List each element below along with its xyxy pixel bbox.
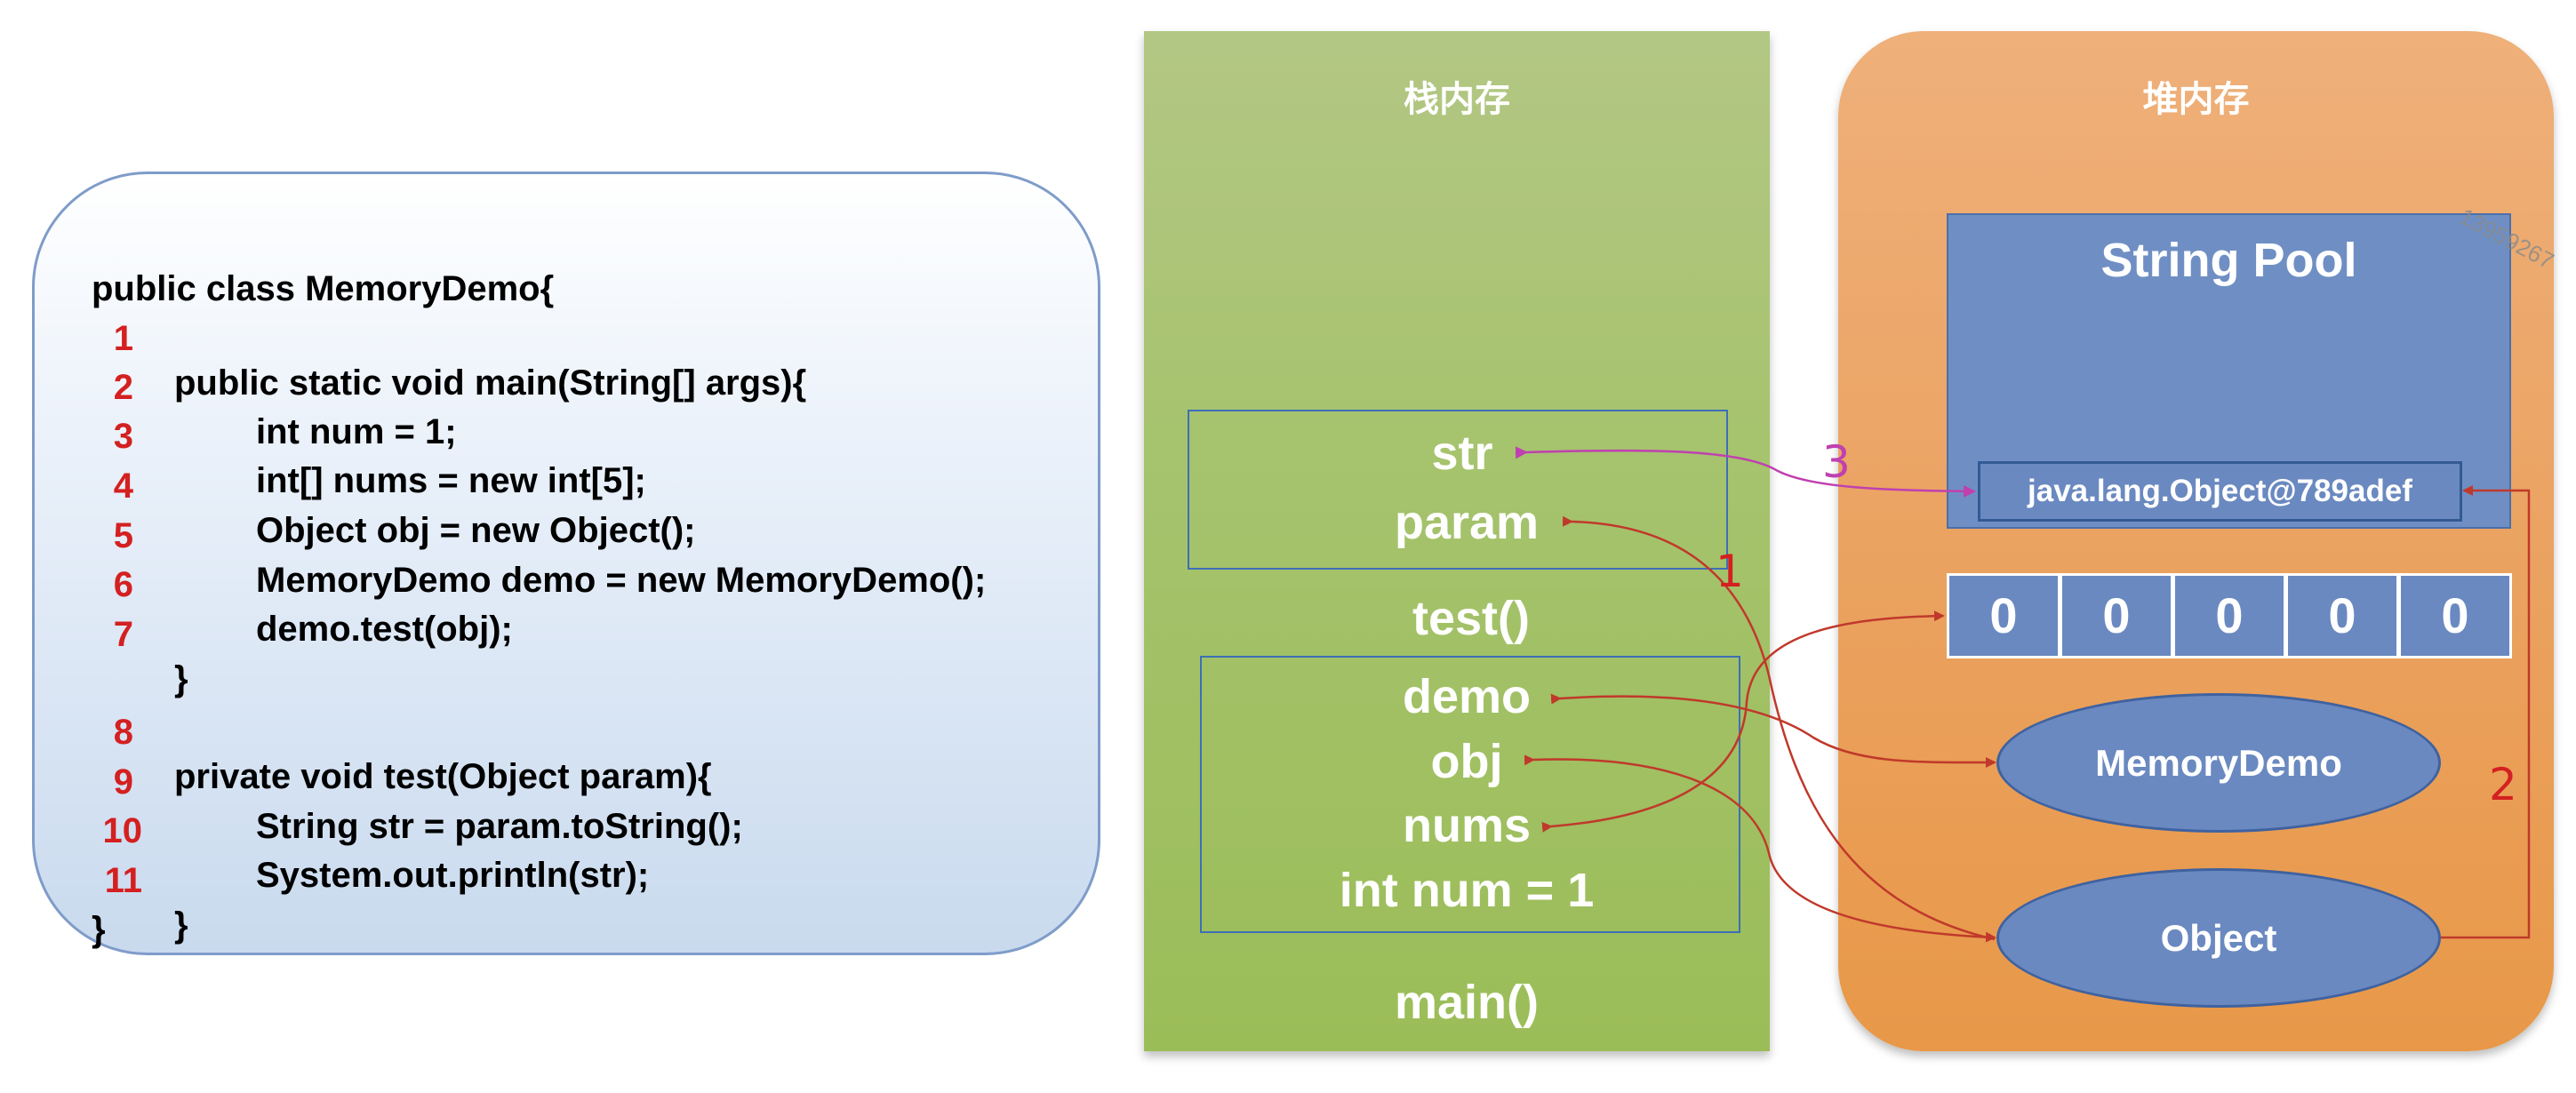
stack-var-demo: demo xyxy=(1402,670,1532,723)
code-text: private void test(Object param){ xyxy=(174,757,712,796)
stack-var-obj: obj xyxy=(1430,735,1503,788)
line-number: 3 xyxy=(113,417,133,456)
string-pool-title: String Pool xyxy=(2100,234,2357,287)
main-frame-label: main() xyxy=(1395,976,1539,1029)
line-number: 11 xyxy=(104,861,142,900)
line-number: 6 xyxy=(113,565,133,604)
code-line: 8 private void test(Object param){ xyxy=(0,666,712,796)
code-text: String str = param.toString(); xyxy=(256,807,743,846)
heap-object-memorydemo: MemoryDemo xyxy=(1996,693,2441,833)
heap-object-object: Object xyxy=(1996,868,2441,1008)
heap-title: 堆内存 xyxy=(2142,80,2250,119)
string-pool-entry: java.lang.Object@789adef xyxy=(1978,461,2462,522)
line-number: 5 xyxy=(113,516,133,555)
code-text: int[] nums = new int[5]; xyxy=(256,461,646,500)
line-number: 8 xyxy=(113,713,133,752)
line-number: 10 xyxy=(102,811,143,850)
line-number: 9 xyxy=(113,762,133,802)
code-text: MemoryDemo demo = new MemoryDemo(); xyxy=(256,561,987,600)
stack-var-str: str xyxy=(1431,427,1493,480)
code-text: } xyxy=(92,910,106,949)
array-cell: 0 xyxy=(2172,573,2286,658)
stack-var-nums: nums xyxy=(1402,799,1532,852)
line-number: 7 xyxy=(113,615,133,654)
code-line: 7 } xyxy=(0,568,188,698)
line-number: 4 xyxy=(113,467,133,506)
code-line: public class MemoryDemo{ xyxy=(0,222,554,308)
code-line: } xyxy=(0,863,106,949)
code-line: 3 int[] nums = new int[5]; xyxy=(0,370,646,500)
code-line: 11 } xyxy=(0,814,188,945)
stack-title: 栈内存 xyxy=(1404,80,1510,119)
code-line: 2 int num = 1; xyxy=(0,321,457,451)
array-cell: 0 xyxy=(2060,573,2173,658)
code-line: 4 Object obj = new Object(); xyxy=(0,419,696,550)
array-cell: 0 xyxy=(2285,573,2399,658)
code-text: System.out.println(str); xyxy=(256,856,650,895)
code-panel xyxy=(32,172,1100,955)
line-number: 2 xyxy=(113,368,133,407)
code-line: 6 demo.test(obj); xyxy=(0,518,513,649)
code-line: 5 MemoryDemo demo = new MemoryDemo(); xyxy=(0,469,987,600)
code-line: 9 String str = param.toString(); xyxy=(0,715,743,846)
stack-var-param: param xyxy=(1394,496,1540,549)
code-text: public static void main(String[] args){ xyxy=(174,363,807,403)
code-text: public class MemoryDemo{ xyxy=(92,269,555,308)
code-line: 10 System.out.println(str); xyxy=(0,764,650,895)
code-text: Object obj = new Object(); xyxy=(256,511,696,550)
code-text: demo.test(obj); xyxy=(256,610,513,649)
line-number: 1 xyxy=(113,319,133,358)
code-text: } xyxy=(174,906,188,945)
code-line: 1 public static void main(String[] args)… xyxy=(0,272,806,403)
code-text: } xyxy=(174,659,188,698)
array-cell: 0 xyxy=(2398,573,2512,658)
test-frame-label: test() xyxy=(1412,592,1530,645)
code-text: int num = 1; xyxy=(256,412,457,451)
stack-var-num: int num = 1 xyxy=(1339,864,1595,917)
array-cell: 0 xyxy=(1947,573,2060,658)
